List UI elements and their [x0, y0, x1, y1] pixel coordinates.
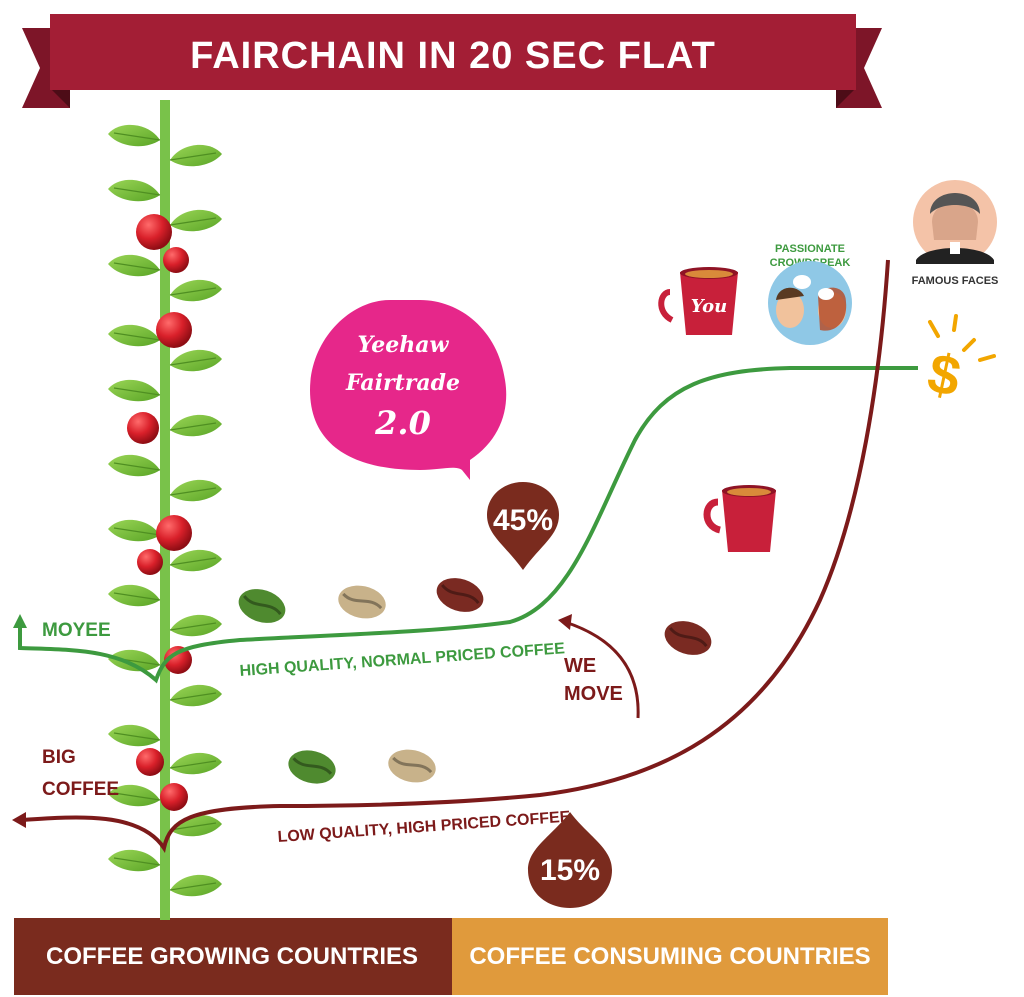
big-coffee-share-value: 15% — [540, 854, 600, 887]
dollar-sign: $ — [923, 340, 967, 408]
moyee-arrow-icon — [13, 614, 27, 628]
page-title: FAIRCHAIN IN 20 SEC FLAT — [190, 35, 716, 77]
coffee-plant — [107, 100, 223, 920]
green-bean-icon — [232, 581, 292, 631]
famous-face-avatar — [913, 180, 997, 264]
big-coffee-curve — [21, 259, 890, 854]
you-mug-label: You — [691, 296, 727, 317]
coffee-mug-icon — [703, 485, 776, 552]
title-banner: FAIRCHAIN IN 20 SEC FLAT — [22, 14, 882, 108]
dollar-icon: $ — [923, 314, 996, 409]
high-quality-label: HIGH QUALITY, NORMAL PRICED COFFEE — [239, 640, 566, 680]
coffee-beans — [232, 570, 718, 790]
moyee-label: MOYEE — [42, 620, 111, 641]
low-quality-label: LOW QUALITY, HIGH PRICED COFFEE — [277, 809, 571, 846]
footer-consuming-label: COFFEE CONSUMING COUNTRIES — [469, 943, 870, 970]
drop-15: 15% — [528, 812, 612, 908]
plant-stem — [160, 100, 170, 920]
footer-bar: COFFEE GROWING COUNTRIES COFFEE CONSUMIN… — [14, 918, 888, 995]
big-coffee-arrow-icon — [12, 812, 26, 828]
you-mug-icon: You — [658, 267, 738, 335]
we-move-arrowhead-icon — [558, 614, 572, 630]
roasted-bean-icon — [430, 570, 490, 620]
we-move-label-line1: WE — [564, 655, 596, 677]
footer-growing-label: COFFEE GROWING COUNTRIES — [46, 943, 418, 970]
crowdspeak-icon — [768, 261, 852, 345]
bubble-line1: Yeehaw — [358, 332, 450, 358]
green-bean-icon — [283, 744, 341, 790]
price-curves — [12, 259, 918, 854]
bubble-line3: 2.0 — [374, 404, 431, 442]
bubble-line2: Fairtrade — [345, 370, 460, 396]
coffee-cherries — [127, 214, 192, 811]
we-move-label-line2: MOVE — [564, 683, 623, 705]
drop-45: 45% — [487, 482, 559, 570]
moyee-curve — [18, 366, 918, 684]
roasted-bean-icon — [658, 613, 718, 663]
light-bean-icon — [333, 579, 391, 625]
big-coffee-label-line1: BIG — [42, 747, 76, 768]
light-bean-icon — [383, 743, 441, 789]
footer-left-panel — [14, 918, 452, 995]
yeehaw-bubble: Yeehaw Fairtrade 2.0 — [310, 300, 507, 480]
we-move-arrow — [564, 620, 640, 719]
big-coffee-label-line2: COFFEE — [42, 779, 119, 800]
famous-faces-label: FAMOUS FACES — [912, 275, 999, 287]
moyee-share-value: 45% — [493, 504, 553, 537]
passionate-label-line1: PASSIONATE — [775, 243, 845, 255]
footer-right-panel — [452, 918, 888, 995]
